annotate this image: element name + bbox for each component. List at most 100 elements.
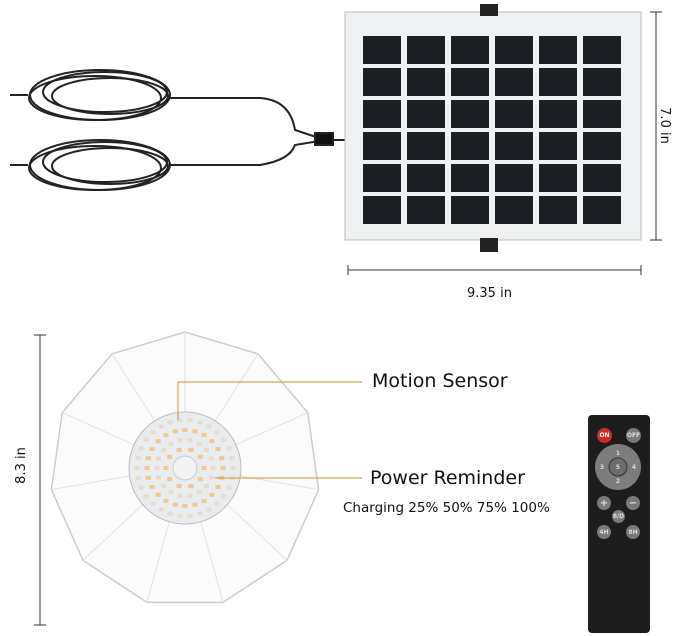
solar-cell xyxy=(583,68,621,96)
led-chip xyxy=(196,441,202,446)
shade-fold xyxy=(200,521,224,603)
led-chip xyxy=(187,513,193,518)
led-chip xyxy=(168,441,174,446)
remote-minus-button: − xyxy=(626,496,640,510)
led-chip xyxy=(208,456,214,461)
led-chip xyxy=(143,494,149,499)
led-chip xyxy=(177,493,183,498)
lamp xyxy=(50,331,320,604)
led-chip xyxy=(210,466,216,470)
remote-on-button: ON xyxy=(597,428,612,443)
power-reminder-label: Power Reminder xyxy=(370,467,525,489)
led-chip xyxy=(150,501,156,506)
solar-cell xyxy=(495,132,533,160)
led-chip xyxy=(176,447,182,452)
dimension-lines xyxy=(34,11,662,626)
solar-cell xyxy=(583,36,621,64)
led-chip xyxy=(203,448,209,453)
solar-cell xyxy=(363,36,401,64)
remote-control xyxy=(588,415,650,633)
led-chip xyxy=(154,466,160,470)
led-chip xyxy=(221,494,227,499)
shade-fold xyxy=(235,412,309,446)
led-chip xyxy=(188,447,194,452)
solar-cell xyxy=(539,100,577,128)
solar-cell xyxy=(407,100,445,128)
solar-cell xyxy=(495,68,533,96)
solar-cell xyxy=(451,132,489,160)
led-chip xyxy=(145,456,151,461)
solar-cell xyxy=(495,196,533,224)
led-chip xyxy=(145,475,151,480)
led-chip xyxy=(172,429,178,434)
solar-cell xyxy=(539,36,577,64)
led-chip xyxy=(221,437,227,442)
solar-cell xyxy=(363,132,401,160)
led-chip xyxy=(219,456,225,461)
solar-panel xyxy=(344,4,642,252)
led-chip xyxy=(177,513,183,518)
led-chip xyxy=(167,420,173,425)
shade-fold xyxy=(82,504,144,561)
solar-cell xyxy=(451,196,489,224)
led-chip xyxy=(163,433,169,438)
led-chip xyxy=(158,424,164,429)
led-chip xyxy=(177,418,183,423)
solar-cell xyxy=(539,196,577,224)
led-chip xyxy=(197,454,203,459)
led-chip xyxy=(220,466,226,470)
solar-cell xyxy=(407,196,445,224)
solar-cell xyxy=(451,164,489,192)
solar-cell xyxy=(363,68,401,96)
solar-cell xyxy=(407,164,445,192)
callout-lines xyxy=(177,381,362,479)
led-chip xyxy=(197,420,203,425)
cable-coils xyxy=(10,69,345,191)
remote-plus-button: + xyxy=(597,496,611,510)
led-chip xyxy=(163,498,169,503)
led-chip xyxy=(209,439,215,444)
motion-sensor-label: Motion Sensor xyxy=(372,370,508,392)
led-chip xyxy=(176,484,182,489)
remote-2: 2 xyxy=(615,477,621,485)
led-chip xyxy=(167,454,173,459)
solar-cell xyxy=(451,36,489,64)
led-chip xyxy=(214,430,220,435)
led-chip xyxy=(206,424,212,429)
led-chip xyxy=(156,456,162,461)
led-chip xyxy=(214,501,220,506)
led-chip xyxy=(187,418,193,423)
led-chip xyxy=(155,439,161,444)
led-chip xyxy=(209,492,215,497)
solar-cell xyxy=(407,68,445,96)
solar-cell xyxy=(451,100,489,128)
solar-cell xyxy=(407,132,445,160)
shade-fold xyxy=(226,504,288,561)
led-chip xyxy=(138,446,144,451)
led-chip xyxy=(192,429,198,434)
led-chip xyxy=(143,437,149,442)
led-chip xyxy=(215,447,221,451)
led-chip xyxy=(230,466,236,470)
led-chip xyxy=(158,507,164,512)
led-chip xyxy=(206,507,212,512)
led-chip xyxy=(226,446,232,451)
solar-cell xyxy=(583,164,621,192)
led-chip xyxy=(167,511,173,516)
led-chip xyxy=(138,485,144,490)
led-chip xyxy=(182,428,188,432)
solar-cell xyxy=(583,100,621,128)
led-chip xyxy=(161,448,167,453)
led-chip xyxy=(215,485,221,489)
solar-cell xyxy=(539,132,577,160)
led-chip xyxy=(134,466,140,470)
solar-cell xyxy=(363,100,401,128)
led-chip xyxy=(203,483,209,488)
panel-width-label: 9.35 in xyxy=(467,286,512,301)
solar-cell xyxy=(583,196,621,224)
remote-5: 5 xyxy=(615,463,621,471)
remote-off-button: OFF xyxy=(626,428,641,443)
led-chip xyxy=(156,475,162,480)
led-chip xyxy=(177,438,183,443)
